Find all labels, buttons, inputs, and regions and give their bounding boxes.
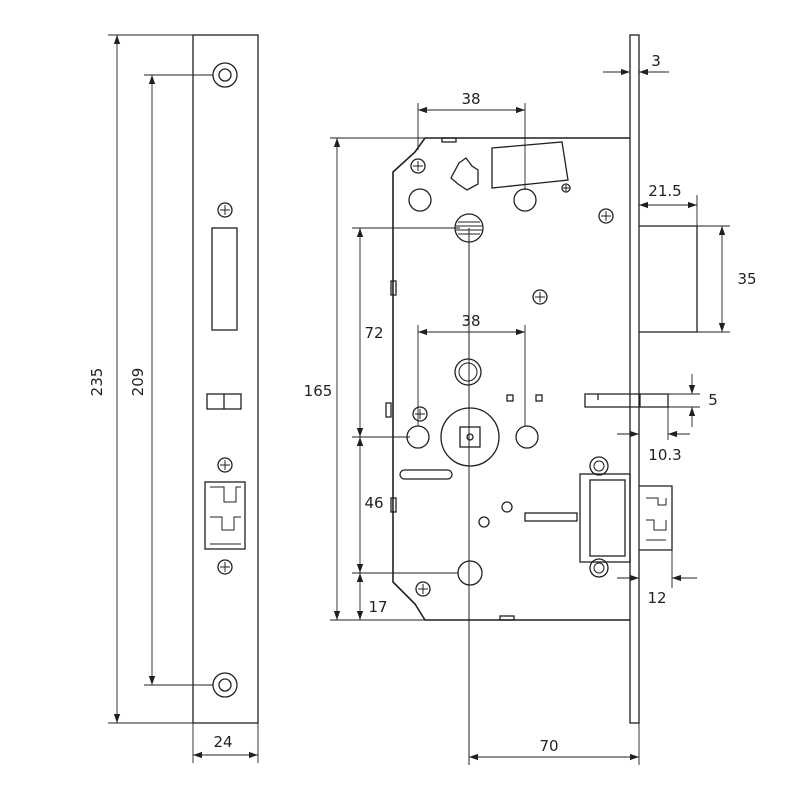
follower-hub	[440, 407, 500, 467]
top-screw-hole	[212, 62, 238, 88]
upper-hole-left	[408, 188, 432, 212]
faceplate-screw-upper	[217, 202, 233, 218]
bottom-screw-hole	[212, 672, 238, 698]
latch-opening	[211, 227, 238, 331]
dimension-plate-thickness: 3	[603, 52, 669, 76]
upper-hole-right	[513, 188, 537, 212]
faceplate-front-view	[192, 34, 259, 724]
label-faceplate-height: 235	[88, 368, 106, 397]
label-top-offset: 38	[461, 90, 480, 108]
label-deadbolt-protrusion: 10.3	[648, 446, 681, 464]
case-screw-1	[410, 158, 426, 174]
dimension-backset: 70	[469, 723, 640, 765]
case-screw-2	[598, 208, 614, 224]
label-screw-spacing: 209	[129, 368, 147, 397]
deadbolt	[584, 393, 669, 408]
label-backset: 70	[539, 737, 558, 755]
label-upper-spacing: 72	[364, 324, 383, 342]
bar	[524, 512, 578, 522]
lock-body-side-view	[385, 34, 698, 765]
dimension-bottom-offset: 17	[356, 573, 388, 620]
dimension-deadbolt-protrusion: 10.3	[617, 407, 690, 464]
lock-case-outline	[392, 137, 630, 621]
faceplate-outline	[192, 34, 259, 724]
label-bottom-offset: 17	[368, 598, 387, 616]
dimension-faceplate-width: 24	[192, 723, 259, 763]
dimension-dead-latch-protrusion: 12	[617, 550, 697, 607]
label-follower-spacing: 38	[461, 312, 480, 330]
case-screw-4	[415, 581, 431, 597]
keyhole-slot	[450, 157, 479, 191]
follower-screw	[412, 406, 428, 422]
case-screw-3	[532, 289, 548, 305]
dimension-screw-spacing: 209	[129, 74, 213, 686]
upper-mechanism-block	[491, 141, 569, 189]
follower-hole-right	[515, 425, 539, 449]
dimension-upper-spacing: 72	[352, 227, 460, 438]
dimension-case-height: 165	[304, 137, 425, 621]
dimension-latch-protrusion: 21.5	[639, 182, 698, 226]
slot	[399, 469, 453, 480]
dead-latch-assembly	[579, 456, 673, 578]
dimension-deadbolt-height: 5	[668, 374, 718, 427]
dimension-follower-spacing: 38	[417, 312, 526, 426]
dimension-lower-spacing: 46	[352, 437, 458, 574]
label-deadbolt-height: 5	[708, 391, 718, 409]
faceplate-screw-middle	[217, 457, 233, 473]
label-latch-height: 35	[737, 270, 756, 288]
dead-latch-opening	[204, 481, 246, 550]
dimension-top-offset: 38	[417, 90, 526, 190]
follower-hole-left	[406, 425, 430, 449]
label-lower-spacing: 46	[364, 494, 383, 512]
label-faceplate-width: 24	[213, 733, 232, 751]
mid-hole	[454, 358, 482, 386]
label-case-height: 165	[304, 382, 333, 400]
bottom-hole	[457, 560, 483, 586]
case-screw-5	[561, 183, 571, 193]
label-plate-thickness: 3	[651, 52, 661, 70]
faceplate-screw-lower	[217, 559, 233, 575]
label-latch-protrusion: 21.5	[648, 182, 681, 200]
label-dead-latch-protrusion: 12	[647, 589, 666, 607]
dimension-latch-height: 35	[697, 225, 757, 333]
latch-bolt	[639, 225, 698, 333]
forend-plate	[629, 34, 640, 724]
deadbolt-opening	[206, 393, 242, 410]
dimension-faceplate-height: 235	[88, 34, 193, 724]
